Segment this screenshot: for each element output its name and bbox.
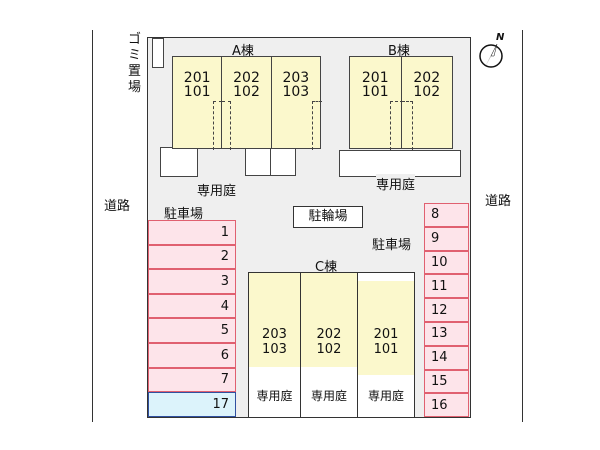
building-b-label: B棟: [388, 44, 410, 59]
parking-space-10: 10: [424, 250, 469, 275]
parking-space-16: 16: [424, 393, 469, 418]
bicycle-parking: 駐輪場: [293, 206, 363, 228]
parking-space-12: 12: [424, 298, 469, 322]
parking-space-7: 7: [148, 367, 236, 393]
garden-c-3: 専用庭: [367, 389, 404, 403]
garden-a-label: 専用庭: [197, 184, 237, 199]
parking-right-label: 駐車場: [372, 238, 412, 253]
garbage-area-label: ゴミ置場: [128, 32, 142, 95]
parking-space-3: 3: [148, 269, 236, 294]
parking-space-11: 11: [424, 274, 469, 299]
road-line-right: [522, 30, 523, 422]
road-label-left: 道路: [104, 199, 131, 214]
garden-b-label: 専用庭: [376, 174, 416, 193]
parking-space-14: 14: [424, 345, 469, 370]
parking-left-label: 駐車場: [164, 207, 204, 222]
building-a-label: A棟: [232, 44, 254, 59]
parking-space-2: 2: [148, 244, 236, 270]
parking-space-15: 15: [424, 369, 469, 394]
garden-a-1: [160, 147, 198, 177]
north-arrow-icon: N: [478, 32, 508, 74]
parking-space-5: 5: [148, 318, 236, 343]
parking-space-6: 6: [148, 343, 236, 368]
garbage-area: [152, 38, 164, 68]
garden-a-2: [245, 147, 271, 176]
road-label-right: 道路: [485, 194, 512, 209]
parking-space-17: 17: [148, 392, 236, 417]
garden-c-1: 専用庭: [256, 389, 293, 403]
road-line-left: [92, 30, 93, 422]
parking-space-8: 8: [424, 203, 469, 227]
north-label: N: [496, 32, 505, 43]
garden-c-2: 専用庭: [310, 389, 347, 403]
parking-space-9: 9: [424, 226, 469, 251]
parking-space-13: 13: [424, 322, 469, 346]
garden-b: [339, 150, 461, 177]
parking-space-1: 1: [148, 220, 236, 245]
building-c-label: C棟: [315, 260, 338, 275]
parking-space-4: 4: [148, 293, 236, 319]
garden-a-3: [270, 147, 296, 176]
